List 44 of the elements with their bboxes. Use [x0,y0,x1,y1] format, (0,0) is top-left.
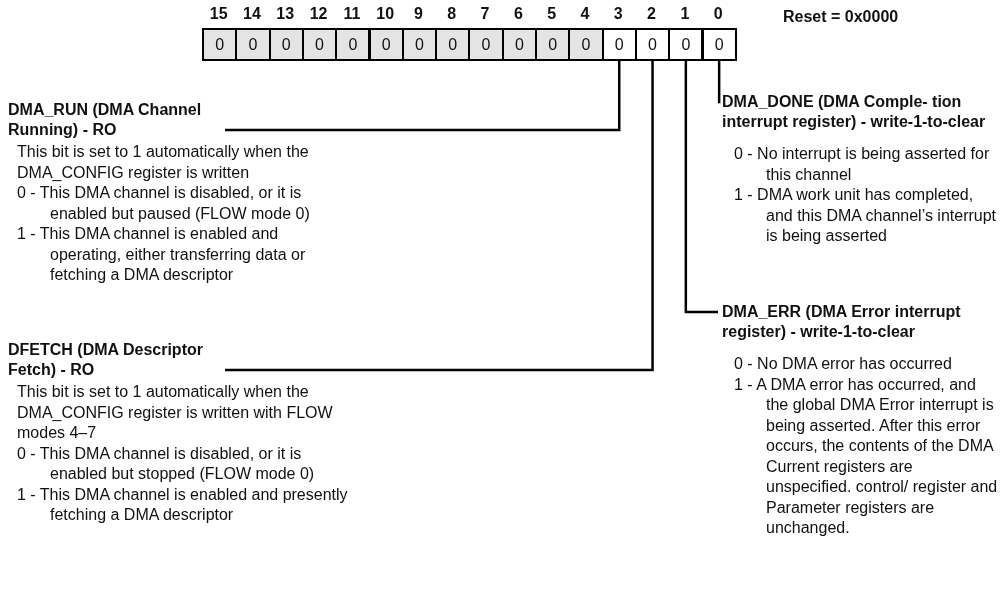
field-description: This bit is set to 1 automatically when the DMA_CONFIG register is written with FLOW modes 4–7 [16,382,334,443]
bit-number: 15 [208,4,229,24]
bit-number: 9 [413,4,424,24]
leader-line [684,61,718,314]
bit-number: 6 [512,4,524,24]
field-description: 0 - No DMA error has occurred [733,354,953,374]
bit-number: 0 [712,4,724,24]
bit-number: 1 [679,4,691,24]
bit-value-cell: 0 [535,28,571,61]
field-name: DMA_ERR (DMA Error interrupt register) - write-1-to-clear [722,302,962,342]
field-description: 1 - This DMA channel is enabled and operating, either transferring data or fetching a DMA descriptor [16,224,307,285]
field-description: 1 - A DMA error has occurred, and the global DMA Error interrupt is being asserted. After this error occurs, the contents of the DMA Current registers are unspecified. control/ register and Parameter registers are unchanged. [733,374,999,538]
bit-number: 14 [242,4,262,24]
field-name: DFETCH (DMA Descriptor Fetch) - RO [8,340,204,380]
bit-number: 13 [275,4,296,24]
bit-number: 5 [546,4,558,24]
bit-value-cell: 0 [202,28,238,61]
bit-value-cell: 0 [335,28,371,61]
field-name: DMA_RUN (DMA Channel Running) - RO [8,100,203,140]
bit-number: 8 [446,4,458,24]
bit-number: 7 [479,4,491,24]
bit-value-cell: 0 [235,28,271,61]
field-name: DMA_DONE (DMA Comple- tion interrupt register) - write-1-to-clear [722,92,987,132]
field-description: 0 - No interrupt is being asserted for this channel [733,144,991,185]
leader-line [225,61,654,372]
bit-number: 10 [375,4,396,24]
bit-number: 12 [308,4,329,24]
leader-line [716,61,721,104]
bit-value-cell: 0 [468,28,504,61]
bit-value-cell: 0 [701,28,737,61]
reset-value-note: Reset = 0x0000 [783,8,899,26]
bit-number: 2 [646,4,657,24]
field-description: 0 - This DMA channel is disabled, or it is enabled but stopped (FLOW mode 0) [16,443,316,484]
bit-value-cell: 0 [568,28,604,61]
bit-value-cell: 0 [435,28,471,61]
leader-line [225,61,621,132]
field-description: 1 - This DMA channel is enabled and presently fetching a DMA descriptor [16,484,348,525]
bit-value-cell: 0 [668,28,704,61]
bit-number: 4 [579,4,591,24]
field-description: 0 - This DMA channel is disabled, or it is enabled but paused (FLOW mode 0) [16,183,311,224]
bit-number: 11 [342,4,362,24]
field-description: 1 - DMA work unit has completed, and this DMA channel’s interrupt is being asserted [733,185,998,246]
field-description: This bit is set to 1 automatically when the DMA_CONFIG register is written [16,142,310,183]
bit-number: 3 [612,4,624,24]
